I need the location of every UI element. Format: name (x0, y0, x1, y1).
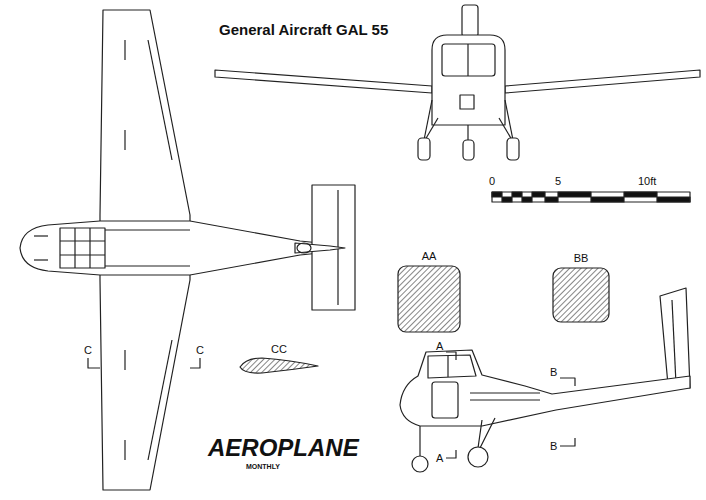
section-marker: A (436, 453, 443, 464)
section-marker: A (436, 341, 443, 352)
section-label: AA (422, 251, 437, 262)
section-marker: C (84, 345, 92, 356)
section-label: BB (574, 253, 589, 264)
scale-number: 0 (489, 176, 495, 187)
scale-number: 5 (555, 176, 561, 187)
magazine-logo-sub: MONTHLY (246, 463, 280, 470)
section-marker: B (550, 441, 557, 452)
drawing-title: General Aircraft GAL 55 (219, 22, 388, 37)
scale-unit: 10ft (638, 176, 656, 187)
section-label: CC (271, 344, 287, 355)
section-marker: B (550, 367, 557, 378)
section-marker: C (196, 345, 204, 356)
magazine-logo: AEROPLANE (208, 436, 359, 460)
